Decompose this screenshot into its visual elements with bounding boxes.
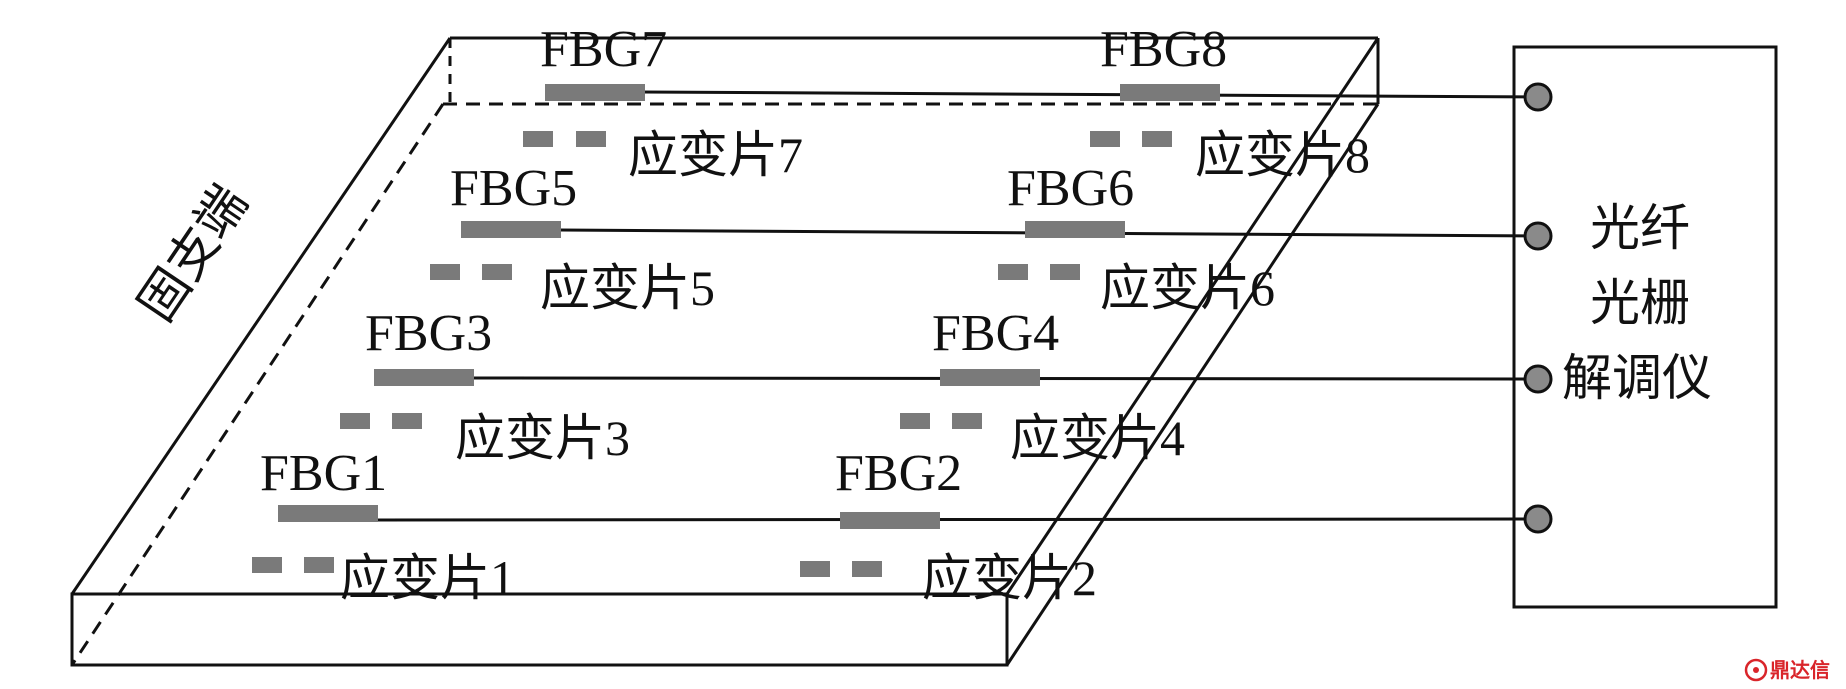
fiber-line-row4 — [641, 90, 1539, 99]
gauge-label-2: 应变片2 — [922, 550, 1097, 606]
gauge-5 — [430, 264, 512, 280]
plate-top-right-edge — [1005, 37, 1380, 595]
gauge-label-5: 应变片5 — [540, 260, 715, 316]
fbg-label-3: FBG3 — [365, 305, 492, 362]
gauge-label-7: 应变片7 — [628, 127, 803, 183]
fbg-label-4: FBG4 — [932, 305, 1059, 362]
gauge-3 — [340, 413, 422, 429]
fbg-label-8: FBG8 — [1100, 21, 1227, 78]
port-1 — [1523, 82, 1553, 112]
port-3 — [1523, 364, 1553, 394]
gauge-label-6: 应变片6 — [1100, 260, 1275, 316]
grating-fbg5 — [461, 221, 561, 238]
port-4 — [1523, 504, 1553, 534]
gauge-label-3: 应变片3 — [455, 410, 630, 466]
port-2 — [1523, 221, 1553, 251]
gauge-2 — [800, 561, 882, 577]
grating-fbg4 — [940, 369, 1040, 386]
plate-top-left-edge — [70, 37, 452, 595]
grating-fbg2 — [840, 512, 940, 529]
fbg-label-7: FBG7 — [540, 21, 667, 78]
gauge-label-8: 应变片8 — [1195, 127, 1370, 183]
plate-hidden-left-edge — [70, 103, 445, 666]
demodulator: 光纤 光栅 解调仪 — [1512, 45, 1778, 609]
plate — [70, 36, 1380, 667]
plate-right-bottom-edge — [1005, 103, 1380, 666]
gauge-1 — [252, 557, 334, 573]
grating-fbg8 — [1120, 84, 1220, 101]
demodulator-box — [1512, 45, 1778, 609]
demodulator-label-line3: 解调仪 — [1562, 350, 1712, 406]
plate-front-face — [70, 592, 1009, 667]
gauge-7 — [523, 131, 606, 147]
watermark-text: 鼎达信 — [1770, 658, 1830, 682]
grating-fbg7 — [545, 84, 645, 101]
watermark-logo-icon — [1744, 658, 1768, 682]
gauge-label-4: 应变片4 — [1010, 410, 1185, 466]
grating-fbg1 — [278, 505, 378, 522]
strain-gauges — [252, 131, 1172, 577]
gauge-label-1: 应变片1 — [340, 550, 515, 606]
gratings — [278, 84, 1220, 529]
ports — [1523, 82, 1553, 534]
fixed-end-label: 固支端 — [128, 175, 258, 331]
grating-fbg3 — [374, 369, 474, 386]
gauge-4 — [900, 413, 982, 429]
gauge-8 — [1090, 131, 1172, 147]
fbg-labels: FBG7 FBG8 FBG5 FBG6 FBG3 FBG4 FBG1 FBG2 — [260, 21, 1227, 502]
grating-fbg6 — [1025, 221, 1125, 238]
fiber-lines — [376, 90, 1539, 522]
fbg-label-1: FBG1 — [260, 445, 387, 502]
fbg-label-5: FBG5 — [450, 160, 577, 217]
demodulator-label-line2: 光栅 — [1590, 275, 1690, 331]
watermark: 鼎达信 — [1744, 658, 1830, 682]
fiber-line-row1 — [376, 517, 1539, 522]
gauge-labels: 应变片7 应变片8 应变片5 应变片6 应变片3 应变片4 应变片1 应变片2 — [340, 127, 1370, 606]
fbg-label-6: FBG6 — [1007, 160, 1134, 217]
fbg-label-2: FBG2 — [835, 445, 962, 502]
demodulator-label-line1: 光纤 — [1590, 200, 1690, 256]
gauge-6 — [998, 264, 1080, 280]
